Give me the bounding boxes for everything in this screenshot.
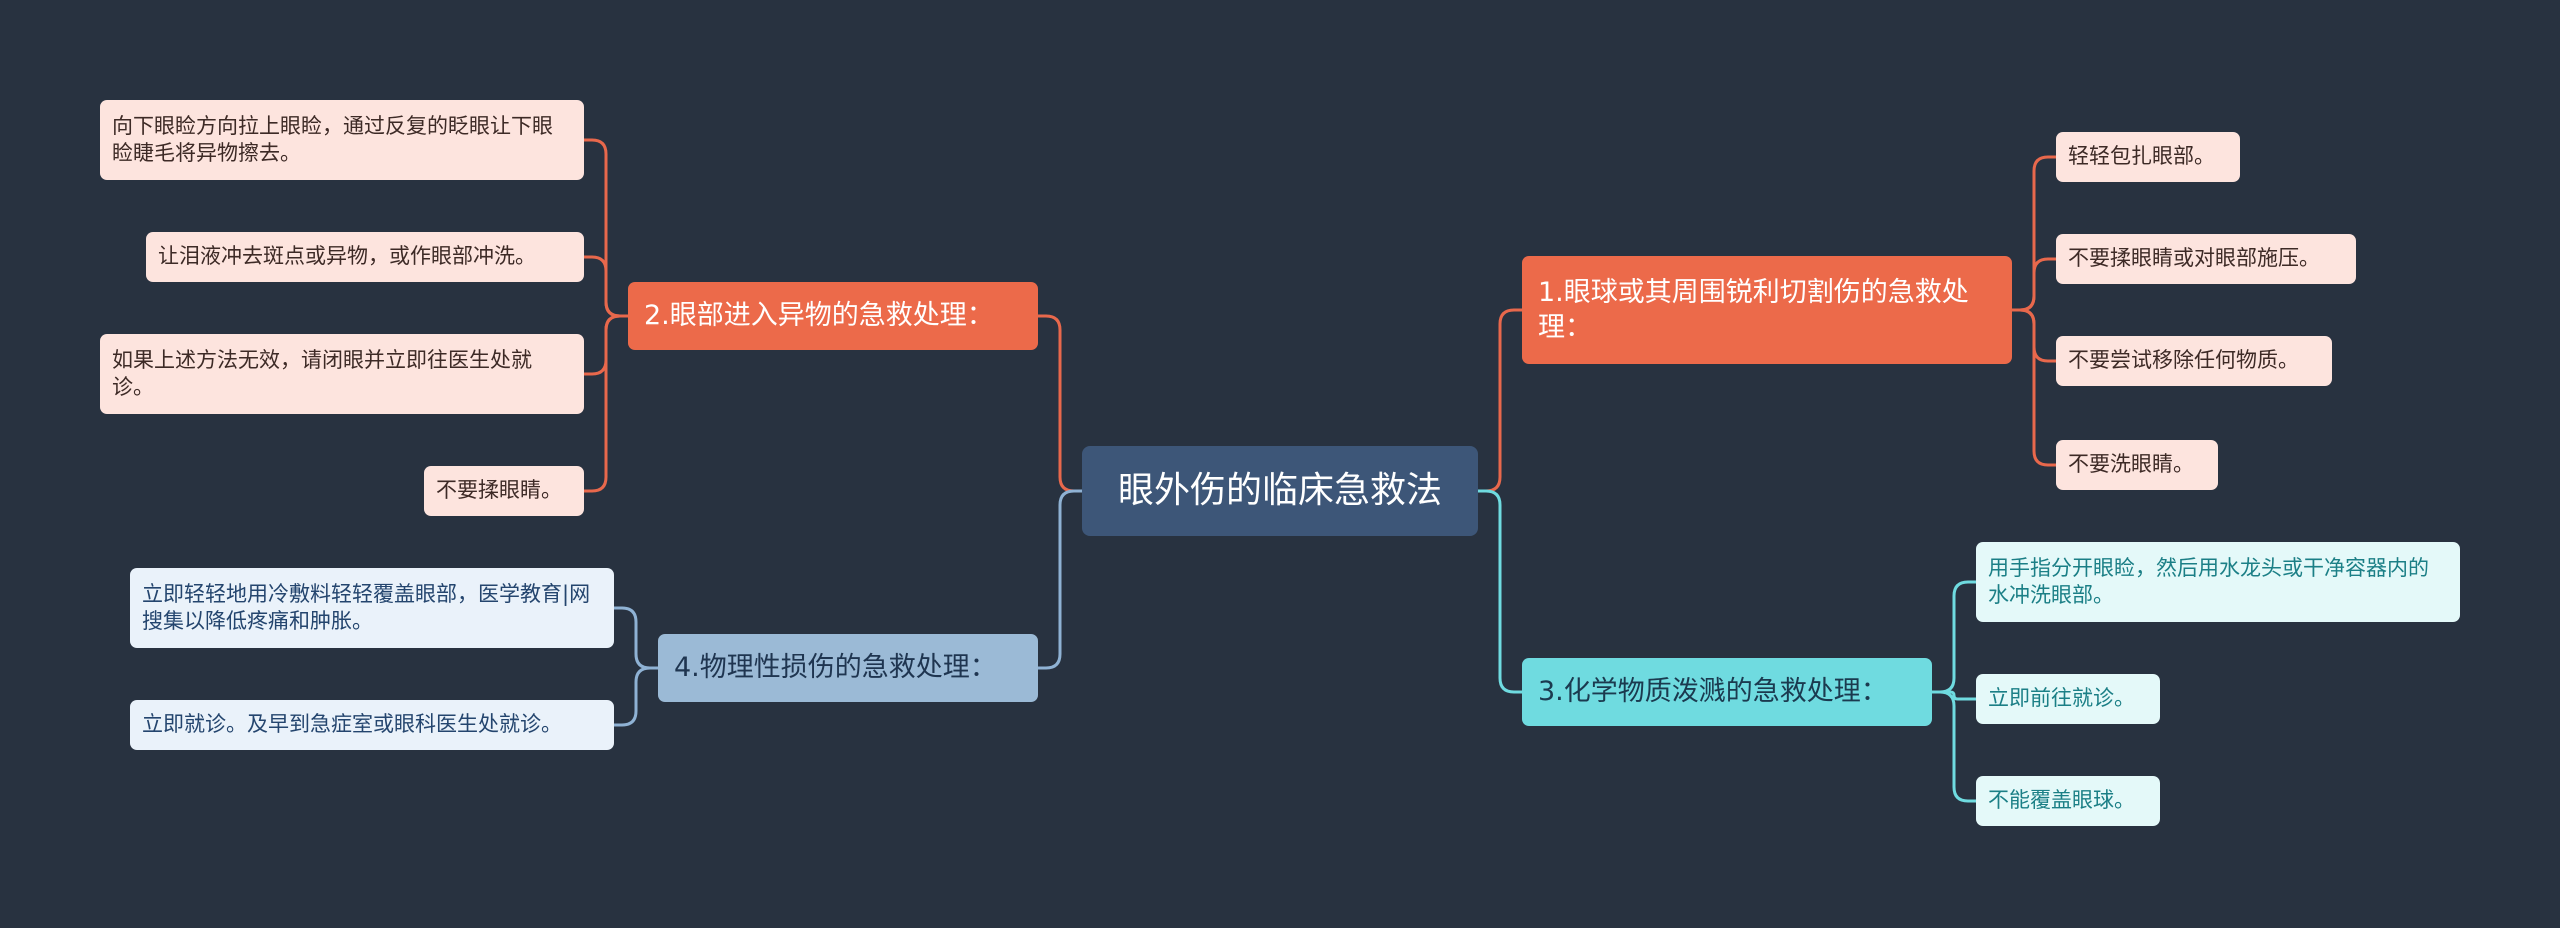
link-branch-2-leaf-4 bbox=[582, 314, 630, 493]
leaf-foreign-1[interactable]: 向下眼睑方向拉上眼睑，通过反复的眨眼让下眼睑睫毛将异物擦去。 bbox=[100, 100, 584, 180]
leaf-physical-2[interactable]: 立即就诊。及早到急症室或眼科医生处就诊。 bbox=[130, 700, 614, 750]
link-branch-3-leaf-2 bbox=[1930, 690, 1978, 701]
link-branch-1-leaf-4 bbox=[2010, 308, 2058, 467]
branch-foreign-body[interactable]: 2.眼部进入异物的急救处理： bbox=[628, 282, 1038, 350]
link-root-branch-3 bbox=[1476, 489, 1524, 694]
link-branch-2-leaf-2 bbox=[582, 255, 630, 318]
branch-cut-injury[interactable]: 1.眼球或其周围锐利切割伤的急救处理： bbox=[1522, 256, 2012, 364]
leaf-cut-4[interactable]: 不要洗眼睛。 bbox=[2056, 440, 2218, 490]
leaf-cut-2[interactable]: 不要揉眼睛或对眼部施压。 bbox=[2056, 234, 2356, 284]
link-root-branch-4 bbox=[1036, 489, 1084, 670]
branch-chemical-splash[interactable]: 3.化学物质泼溅的急救处理： bbox=[1522, 658, 1932, 726]
leaf-foreign-2[interactable]: 让泪液冲去斑点或异物，或作眼部冲洗。 bbox=[146, 232, 584, 282]
link-branch-4-leaf-2 bbox=[612, 666, 660, 727]
branch-physical-injury[interactable]: 4.物理性损伤的急救处理： bbox=[658, 634, 1038, 702]
link-branch-3-leaf-3 bbox=[1930, 690, 1978, 803]
link-branch-3-leaf-1 bbox=[1930, 580, 1978, 694]
leaf-chemical-2[interactable]: 立即前往就诊。 bbox=[1976, 674, 2160, 724]
leaf-chemical-3[interactable]: 不能覆盖眼球。 bbox=[1976, 776, 2160, 826]
leaf-cut-1[interactable]: 轻轻包扎眼部。 bbox=[2056, 132, 2240, 182]
link-root-branch-2 bbox=[1036, 314, 1084, 493]
leaf-cut-3[interactable]: 不要尝试移除任何物质。 bbox=[2056, 336, 2332, 386]
root-topic[interactable]: 眼外伤的临床急救法 bbox=[1082, 446, 1478, 536]
leaf-physical-1[interactable]: 立即轻轻地用冷敷料轻轻覆盖眼部，医学教育|网搜集以降低疼痛和肿胀。 bbox=[130, 568, 614, 648]
leaf-foreign-3[interactable]: 如果上述方法无效，请闭眼并立即往医生处就诊。 bbox=[100, 334, 584, 414]
link-branch-4-leaf-1 bbox=[612, 606, 660, 670]
link-branch-1-leaf-2 bbox=[2010, 257, 2058, 312]
link-root-branch-1 bbox=[1476, 308, 1524, 493]
leaf-foreign-4[interactable]: 不要揉眼睛。 bbox=[424, 466, 584, 516]
leaf-chemical-1[interactable]: 用手指分开眼睑，然后用水龙头或干净容器内的水冲洗眼部。 bbox=[1976, 542, 2460, 622]
